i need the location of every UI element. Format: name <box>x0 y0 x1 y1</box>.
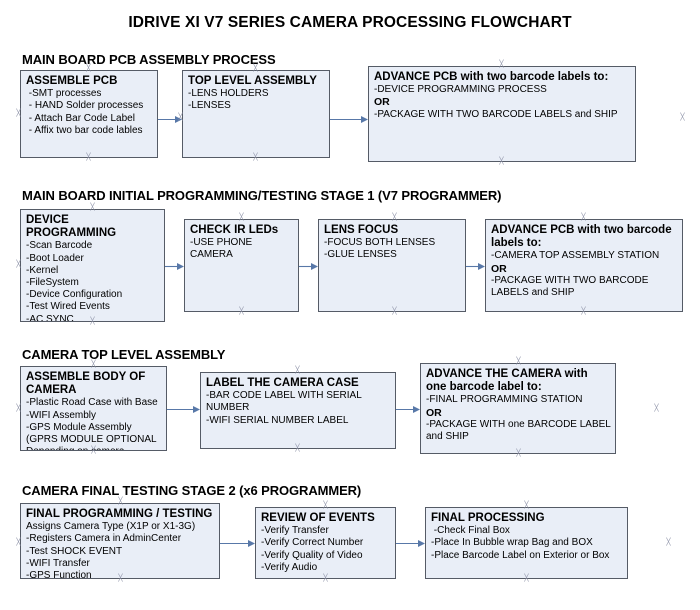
node-title: ADVANCE PCB with two barcode labels to: <box>491 224 675 250</box>
node-title: DEVICE PROGRAMMING <box>26 214 117 240</box>
node-title: ADVANCE THE CAMERA with one barcode labe… <box>426 368 591 394</box>
node-top-level-assembly[interactable]: TOP LEVEL ASSEMBLY-LENS HOLDERS-LENSES <box>182 70 330 158</box>
node-line: -PACKAGE WITH TWO BARCODE LABELS and SHI… <box>374 108 618 120</box>
node-line: -SMT processes <box>26 88 102 100</box>
node-advance-pcb-two-barcode-labels[interactable]: ADVANCE PCB with two barcode labels to:-… <box>368 66 636 162</box>
node-line: -Verify Audio <box>261 561 318 573</box>
node-title: FINAL PROGRAMMING / TESTING <box>26 508 213 520</box>
node-assemble-body-of-camera[interactable]: ASSEMBLE BODY OF CAMERA-Plastic Road Cas… <box>20 366 167 451</box>
node-title: TOP LEVEL ASSEMBLY <box>188 75 317 87</box>
node-advance-the-camera-one-barcode[interactable]: ADVANCE THE CAMERA with one barcode labe… <box>420 363 616 454</box>
node-title: REVIEW OF EVENTS <box>261 512 375 524</box>
node-line: -Check Final Box <box>431 525 510 537</box>
node-line: -Plastic Road Case with Base <box>26 397 158 409</box>
flow-connector-arrow <box>165 262 184 271</box>
node-line: -Verify Transfer <box>261 525 329 537</box>
node-final-processing[interactable]: FINAL PROCESSING -Check Final Box-Place … <box>425 507 628 579</box>
node-line: -FOCUS BOTH LENSES <box>324 237 436 249</box>
node-line: -Scan Barcode <box>26 240 93 252</box>
node-line: -DEVICE PROGRAMMING PROCESS <box>374 84 547 96</box>
flow-connector-arrow <box>167 405 200 414</box>
section-heading: MAIN BOARD INITIAL PROGRAMMING/TESTING S… <box>22 188 502 203</box>
node-line: -GLUE LENSES <box>324 249 397 261</box>
node-check-ir-leds[interactable]: CHECK IR LEDs-USE PHONE CAMERA <box>184 219 299 312</box>
node-line: -FileSystem <box>26 277 79 289</box>
node-title: FINAL PROCESSING <box>431 512 545 524</box>
node-line: - Attach Bar Code Label <box>26 112 135 124</box>
page-title: IDRIVE XI V7 SERIES CAMERA PROCESSING FL… <box>128 14 572 31</box>
section-heading: CAMERA FINAL TESTING STAGE 2 (x6 PROGRAM… <box>22 483 362 498</box>
node-line: -PACKAGE WITH TWO BARCODE LABELS and SHI… <box>491 274 652 299</box>
node-line: -Verify Quality of Video <box>261 549 363 561</box>
resize-handle-icon: ╳ <box>680 114 685 121</box>
flow-connector-arrow <box>396 405 420 414</box>
node-line: -FINAL PROGRAMMING STATION <box>426 394 583 406</box>
node-line: -Registers Camera in AdminCenter <box>26 533 182 545</box>
node-assemble-pcb[interactable]: ASSEMBLE PCB -SMT processes - HAND Solde… <box>20 70 158 158</box>
node-title: LABEL THE CAMERA CASE <box>206 377 359 389</box>
node-line: -USE PHONE CAMERA <box>190 237 256 261</box>
node-line: -Device Configuration <box>26 289 123 301</box>
node-line: -Kernel <box>26 264 59 276</box>
node-advance-pcb-to-camera-top[interactable]: ADVANCE PCB with two barcode labels to:-… <box>485 219 683 312</box>
section-heading: MAIN BOARD PCB ASSEMBLY PROCESS <box>22 52 276 67</box>
flow-connector-arrow <box>220 539 255 548</box>
flow-connector-arrow <box>158 115 182 124</box>
node-line: -WIFI SERIAL NUMBER LABEL <box>206 414 349 426</box>
node-line: -Boot Loader <box>26 252 84 264</box>
node-line: -PACKAGE WITH one BARCODE LABEL and SHIP <box>426 418 614 443</box>
node-line: -WIFI Assembly <box>26 409 97 421</box>
node-line: -Place Barcode Label on Exterior or Box <box>431 549 610 561</box>
node-lens-focus[interactable]: LENS FOCUS-FOCUS BOTH LENSES-GLUE LENSES <box>318 219 466 312</box>
resize-handle-icon: ╳ <box>666 539 671 546</box>
node-line: -Test Wired Events <box>26 301 110 313</box>
node-line: -LENS HOLDERS <box>188 88 269 100</box>
section-heading: CAMERA TOP LEVEL ASSEMBLY <box>22 347 226 362</box>
node-line: -Verify Correct Number <box>261 537 364 549</box>
node-line: (GPRS MODULE OPTIONAL <box>26 434 157 446</box>
node-line: -BAR CODE LABEL WITH SERIAL NUMBER <box>206 390 365 414</box>
node-line: -CAMERA TOP ASSEMBLY STATION <box>491 250 660 262</box>
node-title: LENS FOCUS <box>324 224 399 236</box>
node-title: ASSEMBLE PCB <box>26 75 118 87</box>
node-review-of-events[interactable]: REVIEW OF EVENTS-Verify Transfer-Verify … <box>255 507 396 579</box>
node-title: CHECK IR LEDs <box>190 224 279 236</box>
node-line: -AC SYNC <box>26 313 74 322</box>
node-line: OR <box>426 406 442 419</box>
node-title: ADVANCE PCB with two barcode labels to: <box>374 71 609 83</box>
node-device-programming[interactable]: DEVICE PROGRAMMING-Scan Barcode-Boot Loa… <box>20 209 165 322</box>
node-line: -WIFI Transfer <box>26 557 90 569</box>
flow-connector-arrow <box>330 115 368 124</box>
flow-connector-arrow <box>466 262 485 271</box>
node-line: - Affix two bar code lables <box>26 124 143 136</box>
node-line: -Test SHOCK EVENT <box>26 545 123 557</box>
node-title: ASSEMBLE BODY OF CAMERA <box>26 371 149 397</box>
node-line: -GPS Module Assembly <box>26 421 132 433</box>
node-line: -LENSES <box>188 100 231 112</box>
node-line: OR <box>491 262 507 275</box>
node-line: OR <box>374 96 390 109</box>
node-line: - HAND Solder processes <box>26 100 144 112</box>
node-label-the-camera-case[interactable]: LABEL THE CAMERA CASE-BAR CODE LABEL WIT… <box>200 372 396 449</box>
flow-connector-arrow <box>299 262 318 271</box>
resize-handle-icon: ╳ <box>654 405 659 412</box>
node-line: -GPS Function <box>26 570 92 579</box>
node-line: Depending on camera version) <box>26 446 162 450</box>
node-line: Assigns Camera Type (X1P or X1-3G) <box>26 521 196 533</box>
flow-connector-arrow <box>396 539 425 548</box>
node-line: -Place In Bubble wrap Bag and BOX <box>431 537 593 549</box>
